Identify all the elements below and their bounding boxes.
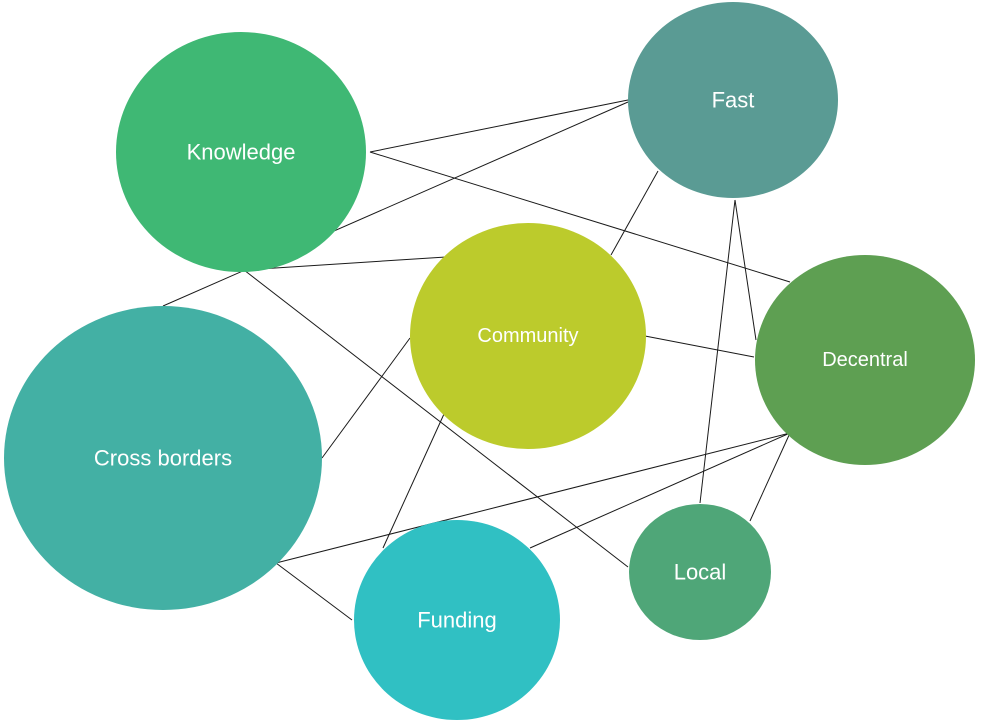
node-community: Community [410,223,646,449]
edges [162,99,791,621]
node-circle-fast [628,2,838,198]
node-circle-funding [354,520,560,720]
node-label-funding: Funding [417,608,497,633]
connector-line [644,335,755,358]
node-knowledge: Knowledge [116,32,366,272]
connector-line [749,432,791,522]
node-fast: Fast [628,2,838,198]
node-decentral: Decentral [755,255,975,465]
node-circle-cross-borders [4,306,322,610]
node-local: Local [629,504,771,640]
connector-line [610,170,659,256]
connector-line [243,269,629,568]
connector-line [734,199,757,341]
connector-line [699,199,736,504]
node-label-community: Community [477,325,578,347]
connector-line [275,432,791,564]
connector-line [321,337,411,459]
node-circle-community [410,223,646,449]
connector-line [382,413,445,549]
node-funding: Funding [354,520,560,720]
node-label-local: Local [674,560,727,585]
connector-line [369,151,791,283]
connector-line [275,562,353,621]
node-circle-decentral [755,255,975,465]
node-circle-local [629,504,771,640]
node-cross-borders: Cross borders [4,306,322,610]
connector-line [369,99,629,153]
connector-line [529,432,791,549]
node-label-decentral: Decentral [822,349,908,371]
connector-line [162,101,629,307]
node-label-knowledge: Knowledge [187,140,296,165]
node-label-fast: Fast [712,88,755,113]
node-label-cross-borders: Cross borders [94,446,232,471]
node-circle-knowledge [116,32,366,272]
connector-line [243,256,447,271]
